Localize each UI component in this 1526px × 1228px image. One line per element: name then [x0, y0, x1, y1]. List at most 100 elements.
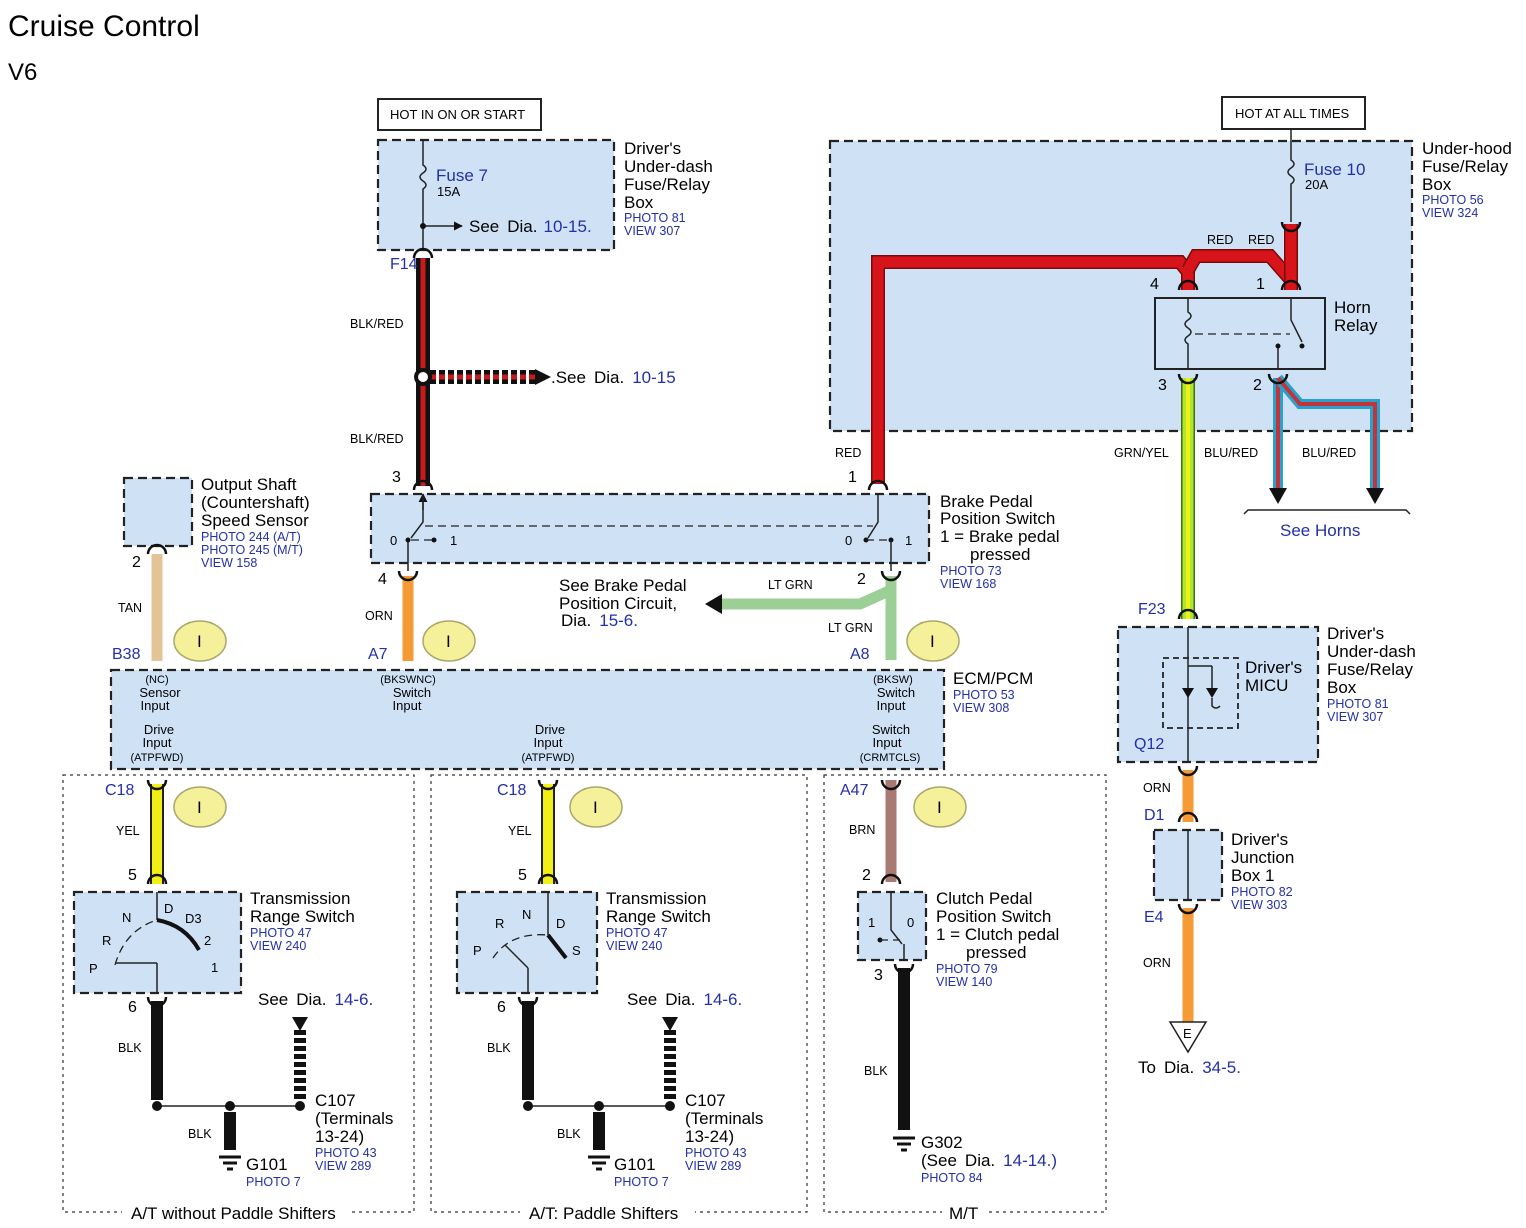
- clutch-pin-2: 2: [862, 867, 871, 884]
- trs2-s: S: [572, 943, 581, 958]
- brake-switch-pin-1: 1: [848, 469, 857, 486]
- brake-switch-view: VIEW 168: [940, 577, 996, 591]
- drivers-box-label-4: Box: [624, 193, 654, 212]
- oss-photo-2: PHOTO 245 (M/T): [201, 543, 303, 557]
- ecm-switch-3: Switch: [872, 722, 910, 737]
- g101-2-label: G101: [614, 1155, 656, 1174]
- ecm-input-1: Input: [141, 698, 170, 713]
- jbox-view: VIEW 303: [1231, 898, 1287, 912]
- connector-e-label: E: [1183, 1026, 1192, 1041]
- c107-2-view: VIEW 289: [685, 1159, 741, 1173]
- drivers-box-view: VIEW 307: [624, 224, 680, 238]
- wire-label-orn-1: ORN: [365, 609, 393, 623]
- jbox-label-3: Box 1: [1231, 866, 1274, 885]
- clutch-label-2: Position Switch: [936, 907, 1051, 926]
- c107-2-label-1: C107: [685, 1091, 726, 1110]
- page-subtitle: V6: [8, 59, 37, 86]
- micu-box-label-3: Fuse/Relay: [1327, 660, 1413, 679]
- underhood-label-3: Box: [1422, 175, 1452, 194]
- wire-label-blk-red-2: BLK/RED: [350, 432, 404, 446]
- trs2-d: D: [556, 916, 565, 931]
- brake-switch-b0: 0: [845, 533, 852, 548]
- ecm-crmtcls: (CRMTCLS): [860, 752, 921, 764]
- horn-relay-pin-1: 1: [1256, 276, 1265, 293]
- output-shaft-speed-sensor: [122, 476, 194, 548]
- g101-1-label: G101: [246, 1155, 288, 1174]
- see-brake-label-1: See Brake Pedal: [559, 576, 687, 595]
- ecm-bksw: (BKSW): [873, 674, 913, 686]
- trs2-pin-6: 6: [497, 999, 506, 1016]
- brake-switch-photo: PHOTO 73: [940, 564, 1002, 578]
- underhood-fuse-box: [828, 139, 1414, 433]
- hot-in-on-or-start-label: HOT IN ON OR START: [390, 107, 525, 122]
- lt-grn-wire: [705, 576, 897, 660]
- micu-box-view: VIEW 307: [1327, 710, 1383, 724]
- trs1-label-2: Range Switch: [250, 907, 355, 926]
- jbox-label-1: Driver's: [1231, 830, 1288, 849]
- svg-text:I: I: [593, 798, 598, 817]
- oss-view: VIEW 158: [201, 556, 257, 570]
- blk-red-wire: [414, 258, 551, 486]
- connector-a47: A47: [840, 782, 869, 799]
- clutch-label-4: pressed: [966, 943, 1026, 962]
- trs2-photo: PHOTO 47: [606, 926, 668, 940]
- section-at-no-paddle: [62, 774, 415, 1213]
- brake-switch-pin-2: 2: [857, 571, 866, 588]
- section-label-at-no-paddle: A/T without Paddle Shifters: [131, 1204, 336, 1223]
- ecm-label: ECM/PCM: [953, 669, 1033, 688]
- connector-f14: F14: [390, 256, 418, 273]
- trs2-pin-5: 5: [518, 867, 527, 884]
- horn-relay-pin-2: 2: [1253, 377, 1262, 394]
- brake-switch-a1: 1: [450, 533, 457, 548]
- trs1-photo: PHOTO 47: [250, 926, 312, 940]
- g101-2-photo: PHOTO 7: [614, 1175, 669, 1189]
- see-horns-link[interactable]: See Horns: [1280, 521, 1360, 540]
- svg-text:I: I: [930, 632, 935, 651]
- brake-switch-label-3: 1 = Brake pedal: [940, 527, 1060, 546]
- hot-at-all-times-label: HOT AT ALL TIMES: [1235, 106, 1349, 121]
- oss-pin-2: 2: [132, 554, 141, 571]
- g101-1-photo: PHOTO 7: [246, 1175, 301, 1189]
- micu-label-2: MICU: [1245, 676, 1288, 695]
- micu-box-label-1: Driver's: [1327, 624, 1384, 643]
- see-brake-label-3: Dia.15-6.: [561, 611, 638, 630]
- horn-relay-pin-4: 4: [1150, 276, 1159, 293]
- connector-e4: E4: [1144, 909, 1164, 926]
- wire-label-yel-2: YEL: [508, 824, 532, 838]
- wire-label-yel-1: YEL: [116, 824, 140, 838]
- connector-c18-2: C18: [497, 782, 526, 799]
- clutch-pin-3: 3: [874, 967, 883, 984]
- drivers-box-label-1: Driver's: [624, 139, 681, 158]
- wire-label-red-2: RED: [1248, 233, 1274, 247]
- clock-icons: I I I I I I: [173, 620, 967, 828]
- svg-text:I: I: [197, 798, 202, 817]
- underhood-view: VIEW 324: [1422, 206, 1478, 220]
- clutch-label-3: 1 = Clutch pedal: [936, 925, 1059, 944]
- svg-text:I: I: [446, 632, 451, 651]
- page-title: Cruise Control: [8, 10, 200, 43]
- ecm-switch-1: Switch: [393, 685, 431, 700]
- trs1-pin-5: 5: [128, 867, 137, 884]
- oss-label-1: Output Shaft: [201, 475, 297, 494]
- section-mt: [823, 774, 1107, 1213]
- trs2-label-1: Transmission: [606, 889, 706, 908]
- trs2-n: N: [522, 907, 531, 922]
- wire-label-blu-red-2: BLU/RED: [1302, 446, 1356, 460]
- ecm-view: VIEW 308: [953, 701, 1009, 715]
- ecm-sensor: Sensor: [139, 685, 181, 700]
- connector-c18-1: C18: [105, 782, 134, 799]
- fuse-10-rating: 20A: [1305, 177, 1328, 192]
- ground-icon-g302: [893, 1136, 915, 1152]
- horn-relay-label-1: Horn: [1334, 298, 1371, 317]
- trs2-label-2: Range Switch: [606, 907, 711, 926]
- ecm-input-6: Input: [873, 735, 902, 750]
- ecm-switch-2: Switch: [877, 685, 915, 700]
- wire-label-blk-4: BLK: [557, 1127, 581, 1141]
- c107-2-label-2: (Terminals: [685, 1109, 763, 1128]
- trs2-view: VIEW 240: [606, 939, 662, 953]
- section-label-at-paddle: A/T: Paddle Shifters: [529, 1204, 678, 1223]
- trs1-label-1: Transmission: [250, 889, 350, 908]
